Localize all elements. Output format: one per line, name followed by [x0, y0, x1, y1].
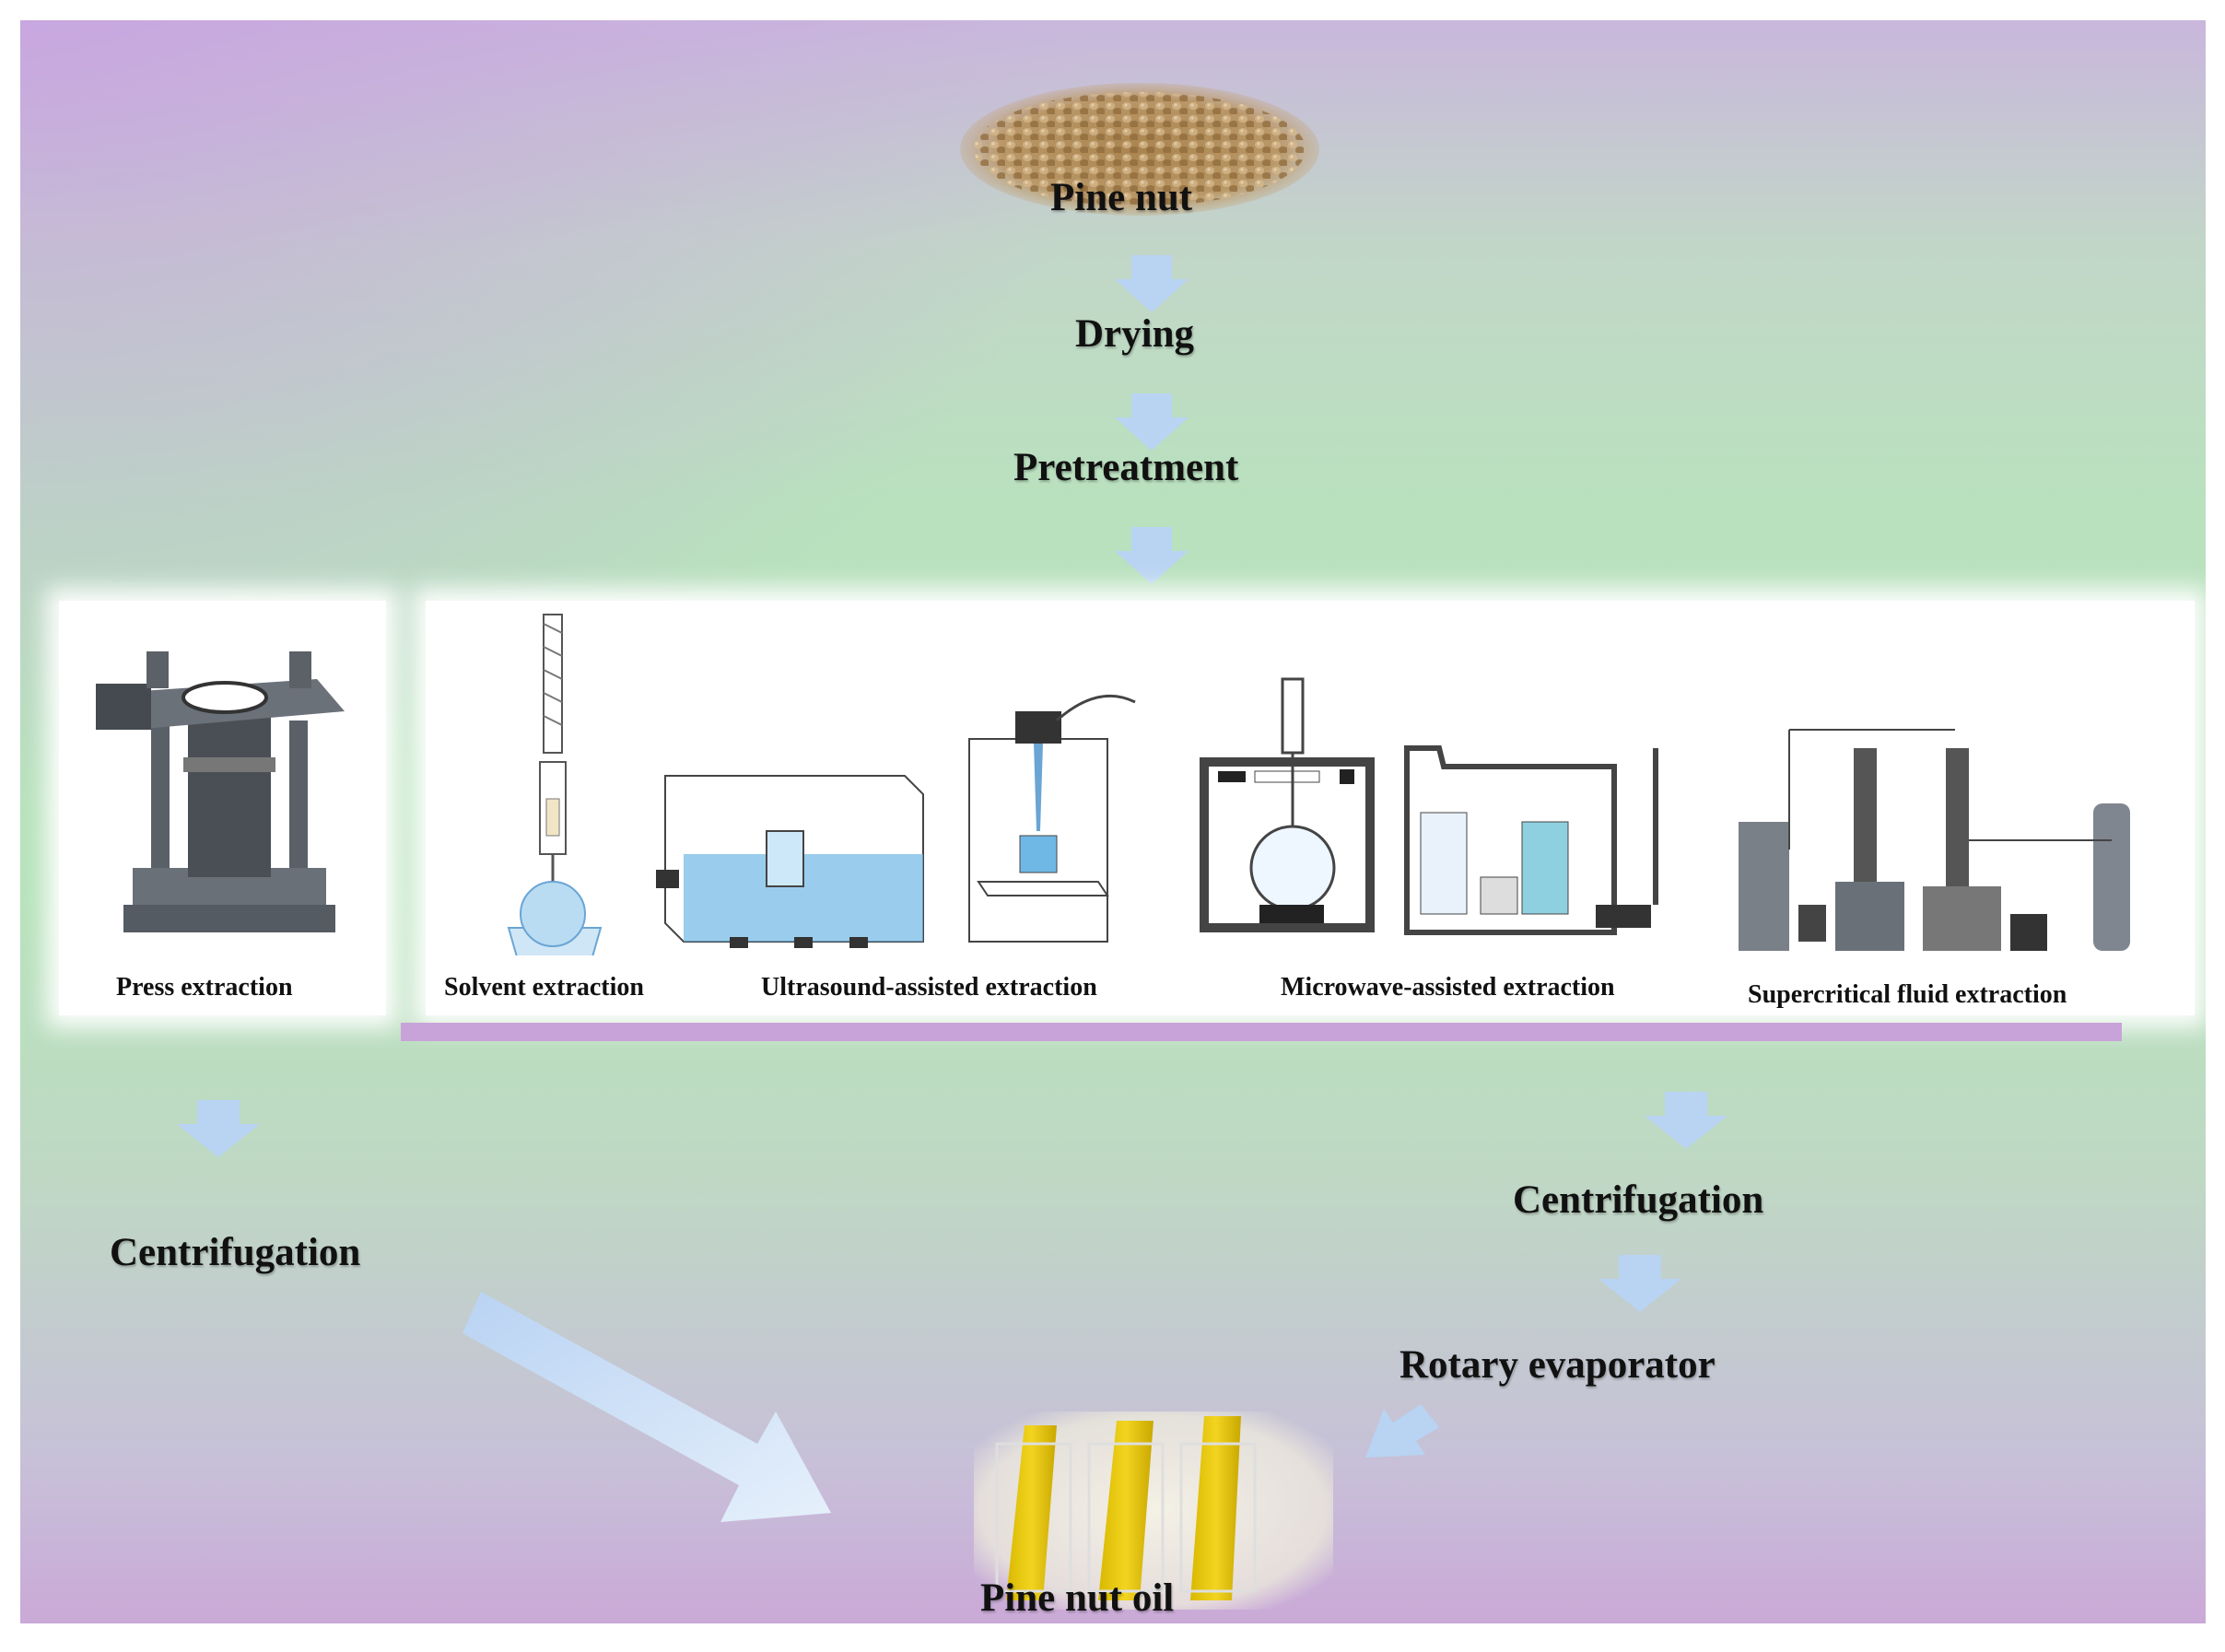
press-extraction-panel: Press extraction: [59, 601, 386, 1015]
solvent-extraction-label: Solvent extraction: [444, 973, 644, 1002]
pine-nut-image: [955, 76, 1324, 223]
pretreatment-label: Pretreatment: [1013, 446, 1239, 489]
diagonal-arrow-left: [463, 1292, 849, 1531]
diagonal-arrow-right: [1365, 1404, 1458, 1478]
pine-nut-oil-image: [969, 1407, 1338, 1614]
ultrasound-bath-icon: [656, 775, 924, 948]
methods-bar: [401, 1023, 2122, 1041]
press-machine-icon: [96, 651, 345, 932]
down-arrow-1: [1115, 255, 1189, 312]
diagram-canvas: Pine nut Drying Pretreatment Press extra…: [20, 20, 2206, 1623]
ultrasound-extraction-label: Ultrasound-assisted extraction: [761, 973, 1097, 1002]
ultrasound-probe-icon: [968, 694, 1136, 943]
press-extraction-label: Press extraction: [116, 973, 293, 1002]
down-arrow-3: [1115, 527, 1189, 584]
microwave-extraction-label: Microwave-assisted extraction: [1281, 973, 1615, 1002]
left-centrifugation-label: Centrifugation: [110, 1231, 361, 1274]
soxhlet-apparatus-icon: [507, 614, 603, 955]
supercritical-extraction-label: Supercritical fluid extraction: [1748, 980, 2067, 1009]
rotary-evaporator-label: Rotary evaporator: [1399, 1343, 1716, 1387]
methods-panel: Solvent extraction Ultrasound-assisted e…: [426, 601, 2195, 1015]
microwave-extractor-icon: [1404, 745, 1658, 935]
pine-nut-oil-label: Pine nut oil: [980, 1576, 1175, 1620]
left-down-arrow: [177, 1100, 260, 1157]
drying-label: Drying: [1075, 312, 1194, 356]
pine-nut-label: Pine nut: [1050, 176, 1193, 219]
right-down-arrow-2: [1598, 1255, 1681, 1312]
right-down-arrow-1: [1645, 1092, 1727, 1149]
microwave-oven-icon: [1200, 677, 1375, 932]
supercritical-fluid-icon: [1739, 729, 2130, 951]
right-centrifugation-label: Centrifugation: [1513, 1178, 1764, 1222]
down-arrow-2: [1115, 393, 1189, 451]
